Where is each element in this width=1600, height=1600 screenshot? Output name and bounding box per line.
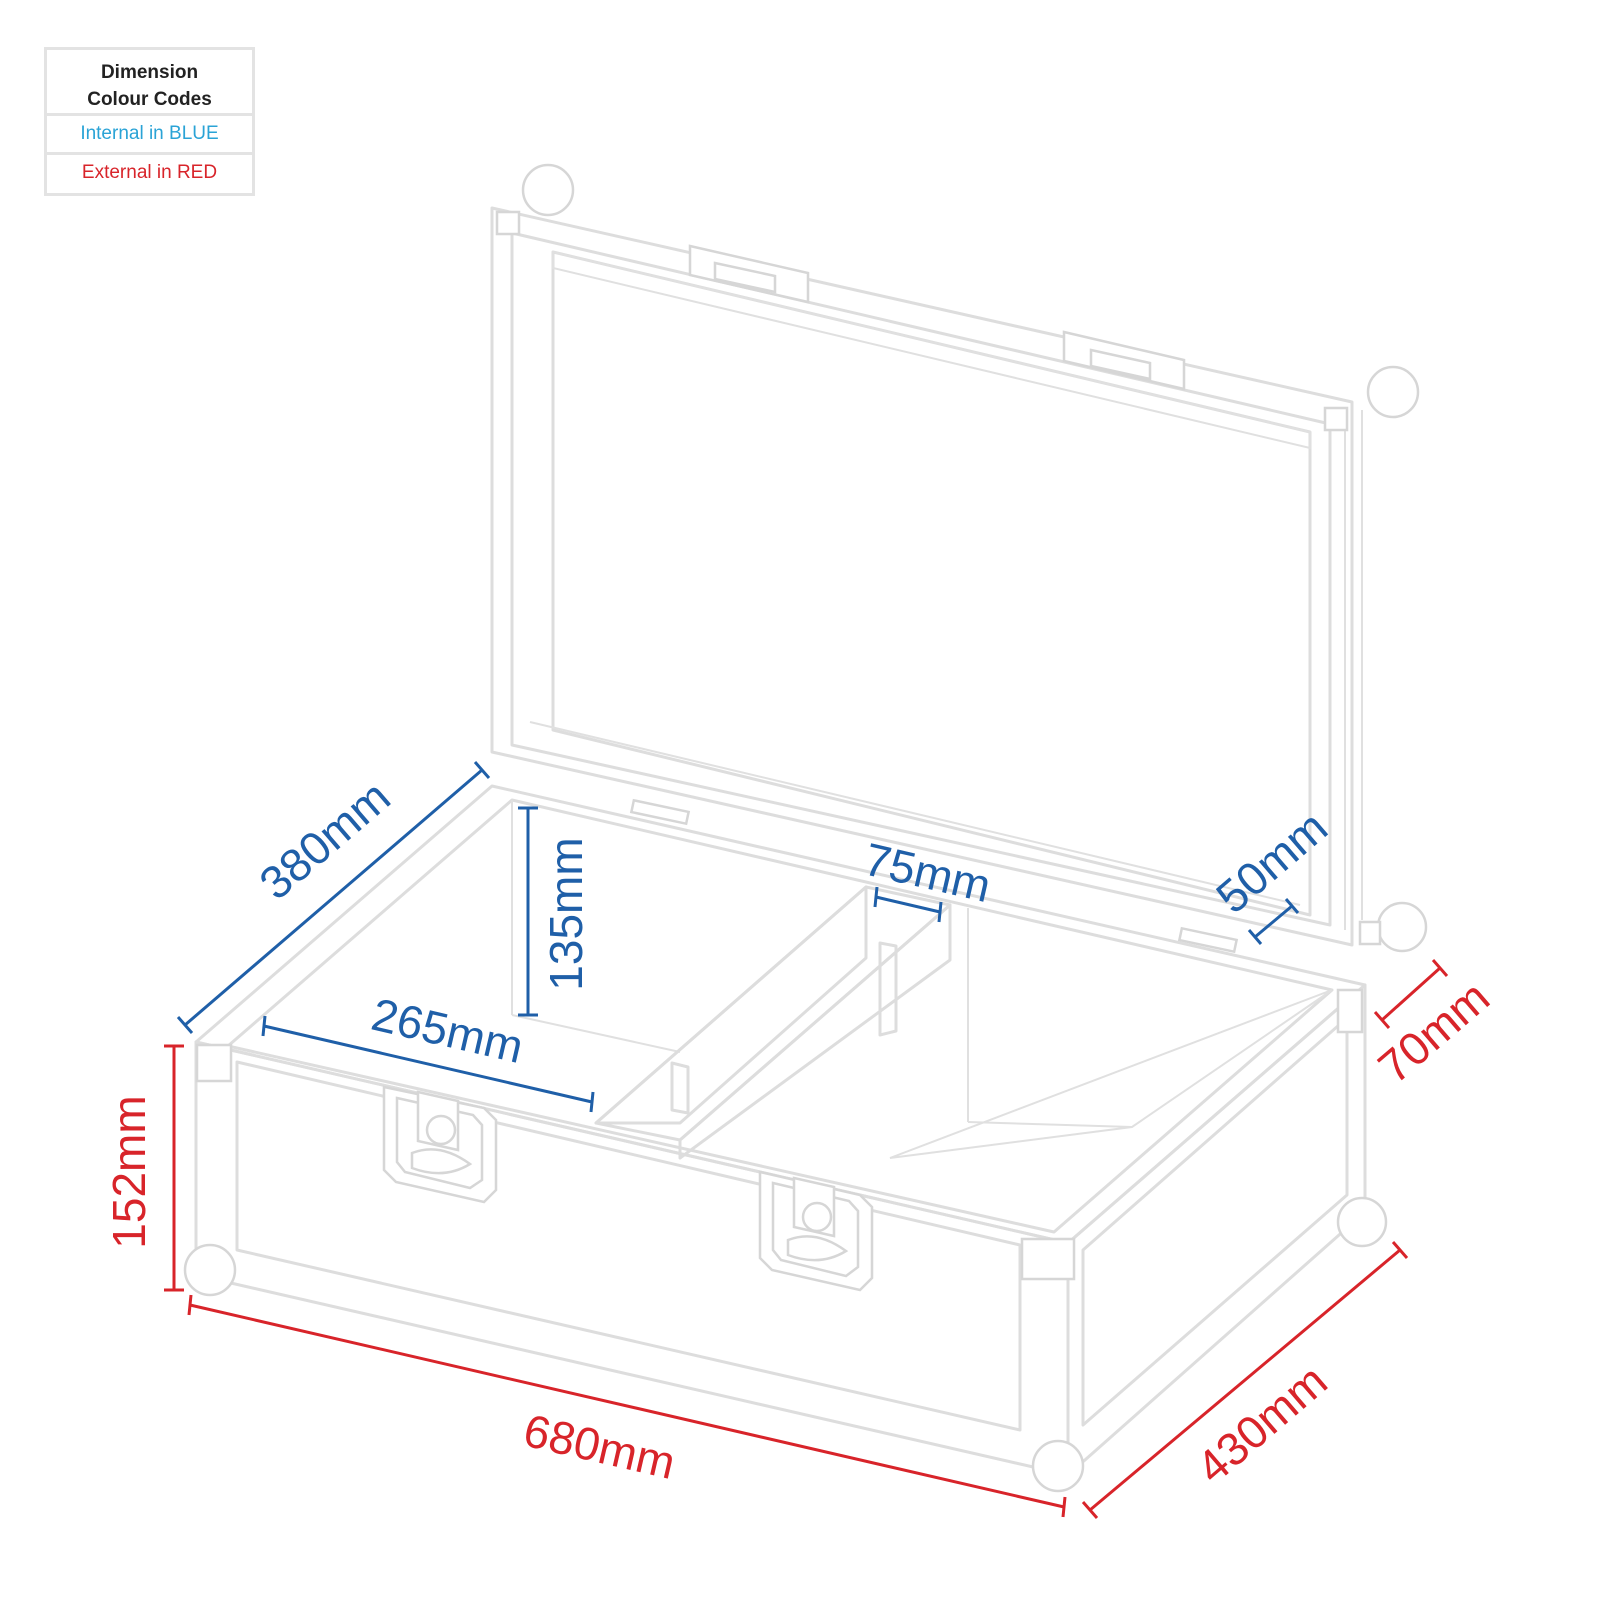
dim-external-height bbox=[164, 1044, 184, 1292]
dim-internal-height bbox=[518, 806, 538, 1017]
base-ball-corner-icon bbox=[1031, 1439, 1085, 1493]
interior-floor-line bbox=[967, 1121, 1133, 1128]
base-side-panel bbox=[1081, 1016, 1349, 1427]
label-internal-width: 265mm bbox=[367, 988, 528, 1073]
base-ball-corner-icon bbox=[183, 1243, 237, 1297]
base-top-rim bbox=[194, 784, 1367, 1245]
interior-floor-edge bbox=[511, 1014, 681, 1053]
corner-bracket-icon bbox=[1323, 406, 1349, 432]
dim-lid-depth bbox=[1247, 898, 1300, 945]
dim-external-width bbox=[1081, 1241, 1409, 1519]
label-lid-height: 70mm bbox=[1368, 971, 1499, 1094]
interior-floor-right bbox=[889, 989, 1333, 1159]
legend-title-line2: Colour Codes bbox=[87, 89, 212, 110]
label-internal-length: 380mm bbox=[249, 770, 399, 909]
lid-ball-corner-icon bbox=[521, 163, 575, 217]
lid-ball-corner-icon bbox=[1366, 365, 1420, 419]
corner-bracket-icon bbox=[1020, 1237, 1076, 1281]
dim-divider-gap bbox=[873, 886, 943, 923]
corner-bracket-icon bbox=[1358, 920, 1382, 946]
legend-external: External in RED bbox=[81, 162, 218, 183]
lid-inner-edge bbox=[529, 721, 1301, 906]
dimension-legend: Dimension Colour Codes Internal in BLUE … bbox=[44, 47, 255, 196]
lid-latch-keeper-icon bbox=[1062, 330, 1186, 391]
legend-internal: Internal in BLUE bbox=[47, 116, 252, 155]
butterfly-latch-icon bbox=[758, 1170, 874, 1292]
base-ball-corner-icon bbox=[1336, 1196, 1388, 1248]
corner-bracket-icon bbox=[195, 1043, 233, 1083]
dim-internal-width bbox=[261, 1015, 595, 1113]
lid-ball-corner-icon bbox=[1376, 901, 1428, 953]
dim-external-length bbox=[187, 1294, 1067, 1518]
corner-bracket-icon bbox=[495, 210, 521, 236]
case-base bbox=[183, 784, 1388, 1493]
lid-rim bbox=[552, 250, 1311, 450]
hinge-icon bbox=[1177, 926, 1239, 954]
lid-inner-frame bbox=[510, 231, 1332, 927]
case-lid bbox=[490, 163, 1428, 954]
dim-lid-height bbox=[1373, 959, 1449, 1029]
label-external-width: 430mm bbox=[1186, 1354, 1336, 1493]
dim-internal-length bbox=[176, 761, 491, 1034]
hinge-icon bbox=[629, 798, 691, 826]
legend-title-line1: Dimension bbox=[100, 62, 199, 83]
label-external-length: 680mm bbox=[519, 1404, 680, 1489]
lid-latch-keeper-icon bbox=[688, 244, 810, 304]
label-internal-height: 135mm bbox=[540, 837, 592, 990]
butterfly-latch-icon bbox=[382, 1085, 498, 1204]
divider-panel bbox=[594, 885, 952, 1160]
label-external-height: 152mm bbox=[103, 1095, 155, 1248]
corner-bracket-icon bbox=[1336, 988, 1364, 1034]
legend-title: Dimension Colour Codes bbox=[47, 50, 252, 116]
